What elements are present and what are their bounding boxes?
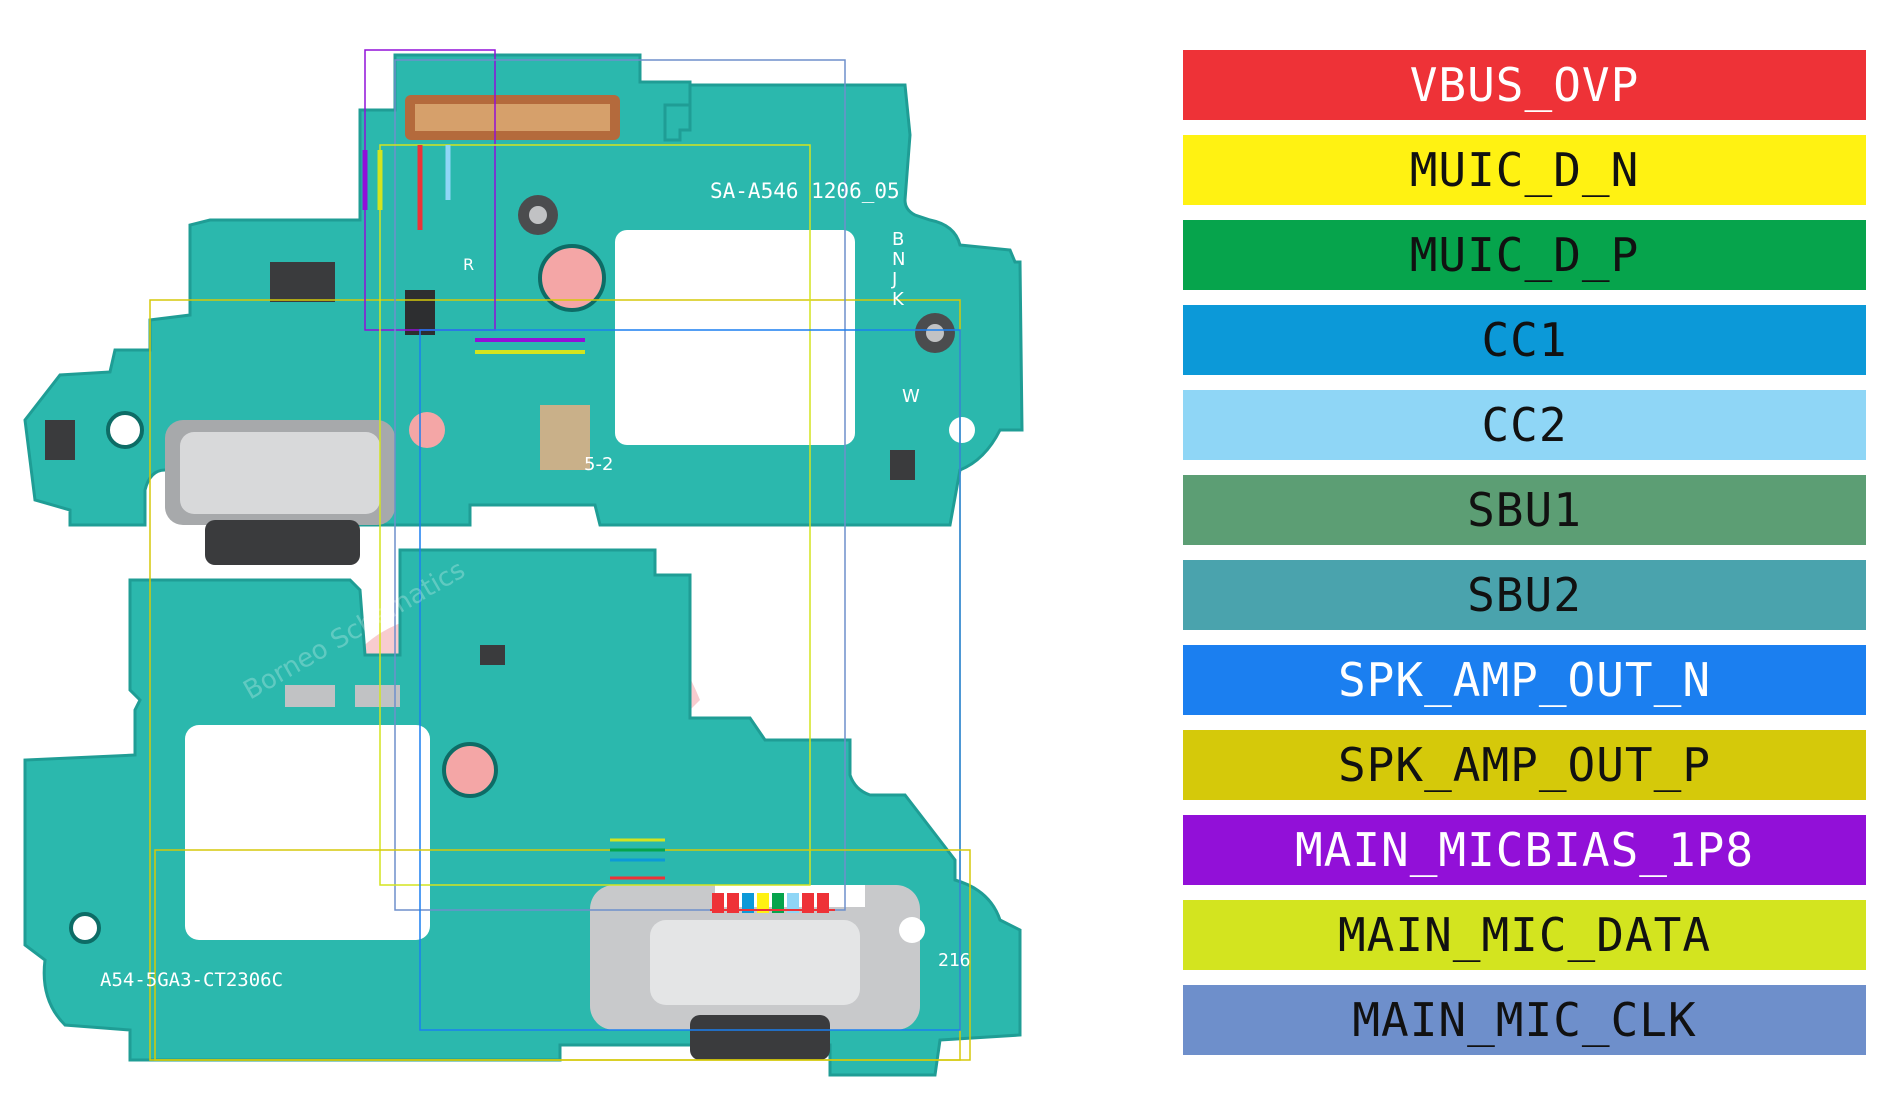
legend-item: SPK_AMP_OUT_P — [1183, 730, 1866, 800]
board-label-bottom: A54-5GA3-CT2306C — [100, 969, 283, 991]
legend-item: MUIC_D_P — [1183, 220, 1866, 290]
legend-item: CC2 — [1183, 390, 1866, 460]
legend-label: CC1 — [1481, 313, 1568, 367]
legend-label: SBU1 — [1467, 483, 1582, 537]
bottom-board — [23, 548, 1022, 1077]
legend-label: MAIN_MICBIAS_1P8 — [1294, 823, 1755, 877]
top-board — [23, 53, 1024, 565]
board-mark-5-2: 5-2 — [584, 454, 613, 475]
connector-pins — [712, 893, 829, 913]
legend-item: MAIN_MICBIAS_1P8 — [1183, 815, 1866, 885]
legend-item: SBU2 — [1183, 560, 1866, 630]
legend-label: MAIN_MIC_DATA — [1337, 908, 1712, 962]
legend-label: MUIC_D_N — [1409, 143, 1640, 197]
legend-item: CC1 — [1183, 305, 1866, 375]
legend-label: MAIN_MIC_CLK — [1352, 993, 1697, 1047]
pcb-diagram: SA-A546 1206_05 A54-5GA3-CT2306C 216 B N… — [23, 49, 1024, 1077]
legend-label: CC2 — [1481, 398, 1568, 452]
legend-label: VBUS_OVP — [1409, 58, 1640, 112]
board-mark-w: W — [902, 386, 920, 407]
legend-label: SPK_AMP_OUT_N — [1337, 653, 1712, 707]
legend-label: SPK_AMP_OUT_P — [1337, 738, 1712, 792]
legend-item: MUIC_D_N — [1183, 135, 1866, 205]
legend-item: SPK_AMP_OUT_N — [1183, 645, 1866, 715]
legend-label: SBU2 — [1467, 568, 1582, 622]
board-label-top: SA-A546 1206_05 — [710, 179, 900, 203]
board-letter-n: N — [892, 249, 905, 270]
legend-item: MAIN_MIC_DATA — [1183, 900, 1866, 970]
board-letter-j: J — [891, 269, 897, 290]
legend-label: MUIC_D_P — [1409, 228, 1640, 282]
legend-item: SBU1 — [1183, 475, 1866, 545]
legend-item: MAIN_MIC_CLK — [1183, 985, 1866, 1055]
board-letter-k: K — [892, 289, 905, 310]
net-traces — [149, 49, 971, 1061]
board-side-code: 216 — [938, 950, 971, 971]
board-mark-r: R — [463, 255, 474, 274]
pcb-board-drawing: SA-A546 1206_05 A54-5GA3-CT2306C 216 B N… — [23, 49, 1024, 1077]
legend-item: VBUS_OVP — [1183, 50, 1866, 120]
board-letter-b: B — [892, 229, 904, 250]
